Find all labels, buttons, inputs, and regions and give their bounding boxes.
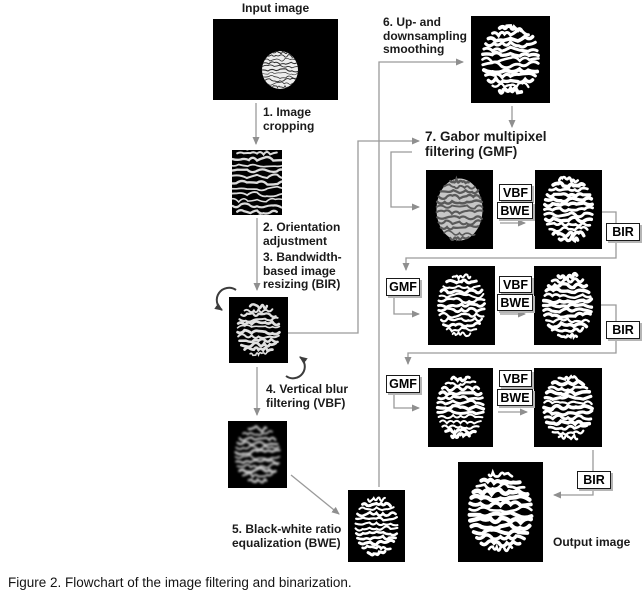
gmf-row3-left-thumb <box>428 368 493 447</box>
step3-label: 3. Bandwidth- based image resizing (BIR) <box>263 250 342 291</box>
output-bir-box: BIR <box>577 471 611 489</box>
row1-bwe-box: BWE <box>497 202 533 219</box>
row3-bwe-box: BWE <box>497 389 533 406</box>
input-image-thumb <box>213 19 338 100</box>
row2-gmf-box: GMF <box>386 278 420 296</box>
figure-caption: Figure 2. Flowchart of the image filteri… <box>8 575 352 590</box>
smoothed-image-thumb <box>471 16 550 103</box>
row2-vbf-box: VBF <box>499 276 532 293</box>
step7-label: 7. Gabor multipixel filtering (GMF) <box>425 129 547 159</box>
cropped-image-thumb <box>232 150 282 215</box>
wire-row3-gmf-in <box>393 394 420 412</box>
vbf-image-thumb <box>228 421 287 488</box>
row2-bwe-box: BWE <box>497 294 533 311</box>
output-image-label: Output image <box>553 535 631 549</box>
wire-row2-gmf-in <box>393 296 420 318</box>
row3-gmf-box: GMF <box>386 375 420 393</box>
gmf-row1-left-thumb <box>426 170 493 249</box>
output-image-thumb <box>458 462 543 562</box>
input-image-label: Input image <box>241 1 310 15</box>
gmf-row2-left-thumb <box>428 266 495 345</box>
step1-label: 1. Image cropping <box>263 105 315 133</box>
arrow-vbf-to-bwe <box>290 474 340 515</box>
bwe-image-thumb <box>348 490 405 562</box>
step5-label: 5. Black-white ratio equalization (BWE) <box>232 522 342 550</box>
row3-vbf-box: VBF <box>499 370 532 387</box>
gmf-row3-right-thumb <box>534 368 602 447</box>
resized-image-thumb <box>229 297 288 363</box>
row1-vbf-box: VBF <box>499 184 532 201</box>
step4-label: 4. Vertical blur filtering (VBF) <box>266 382 349 410</box>
step6-label: 6. Up- and downsampling smoothing <box>383 15 467 56</box>
gmf-row1-right-thumb <box>535 170 602 249</box>
step2-label: 2. Orientation adjustment <box>263 220 341 248</box>
row1-bir-box: BIR <box>606 223 640 241</box>
row2-bir-box: BIR <box>606 321 640 339</box>
rotate-cw-icon <box>285 356 308 380</box>
wire-gmf-label-to-row1 <box>390 151 420 211</box>
gmf-row2-right-thumb <box>534 266 601 345</box>
